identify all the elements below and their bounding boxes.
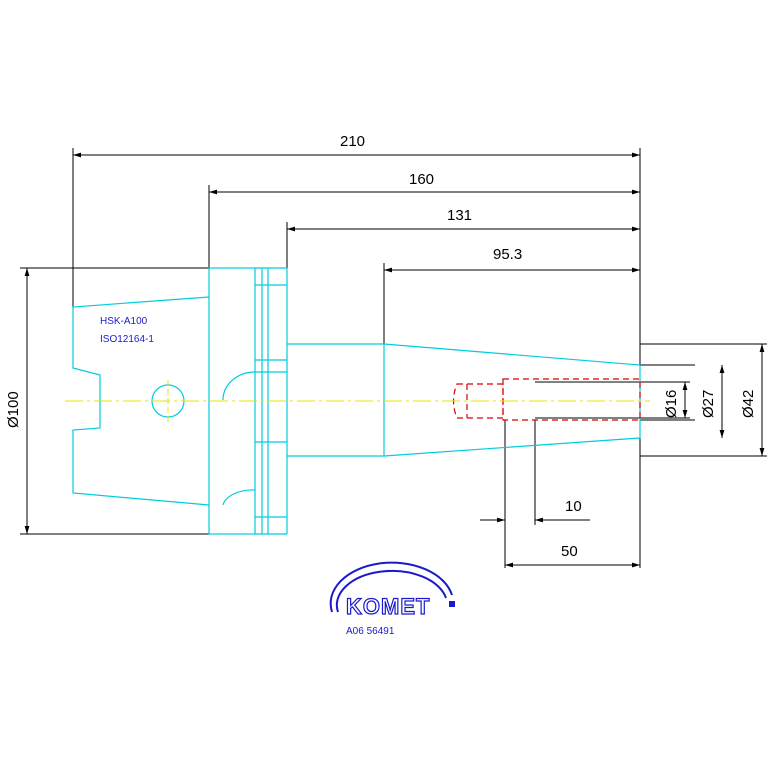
part-code: A06 56491 bbox=[346, 626, 395, 637]
dia-100-label: Ø100 bbox=[5, 391, 22, 428]
dia-16-label: Ø16 bbox=[663, 390, 680, 418]
dim-131-label: 131 bbox=[447, 207, 472, 224]
hidden-bore bbox=[452, 378, 641, 421]
dim-95-label: 95.3 bbox=[493, 246, 522, 263]
komet-arc-logo-icon bbox=[329, 561, 453, 613]
dia-42-label: Ø42 bbox=[740, 390, 757, 418]
logo-registered-mark bbox=[449, 601, 455, 607]
dimension-lines bbox=[20, 148, 767, 568]
dim-160-label: 160 bbox=[409, 171, 434, 188]
dim-10-label: 10 bbox=[565, 498, 582, 515]
komet-logo-text: KOMET bbox=[346, 594, 430, 619]
iso-label: ISO12164-1 bbox=[100, 334, 154, 345]
dia-27-label: Ø27 bbox=[700, 390, 717, 418]
dim-50-label: 50 bbox=[561, 543, 578, 560]
standard-label: HSK-A100 bbox=[100, 316, 148, 327]
dim-210-label: 210 bbox=[340, 133, 365, 150]
